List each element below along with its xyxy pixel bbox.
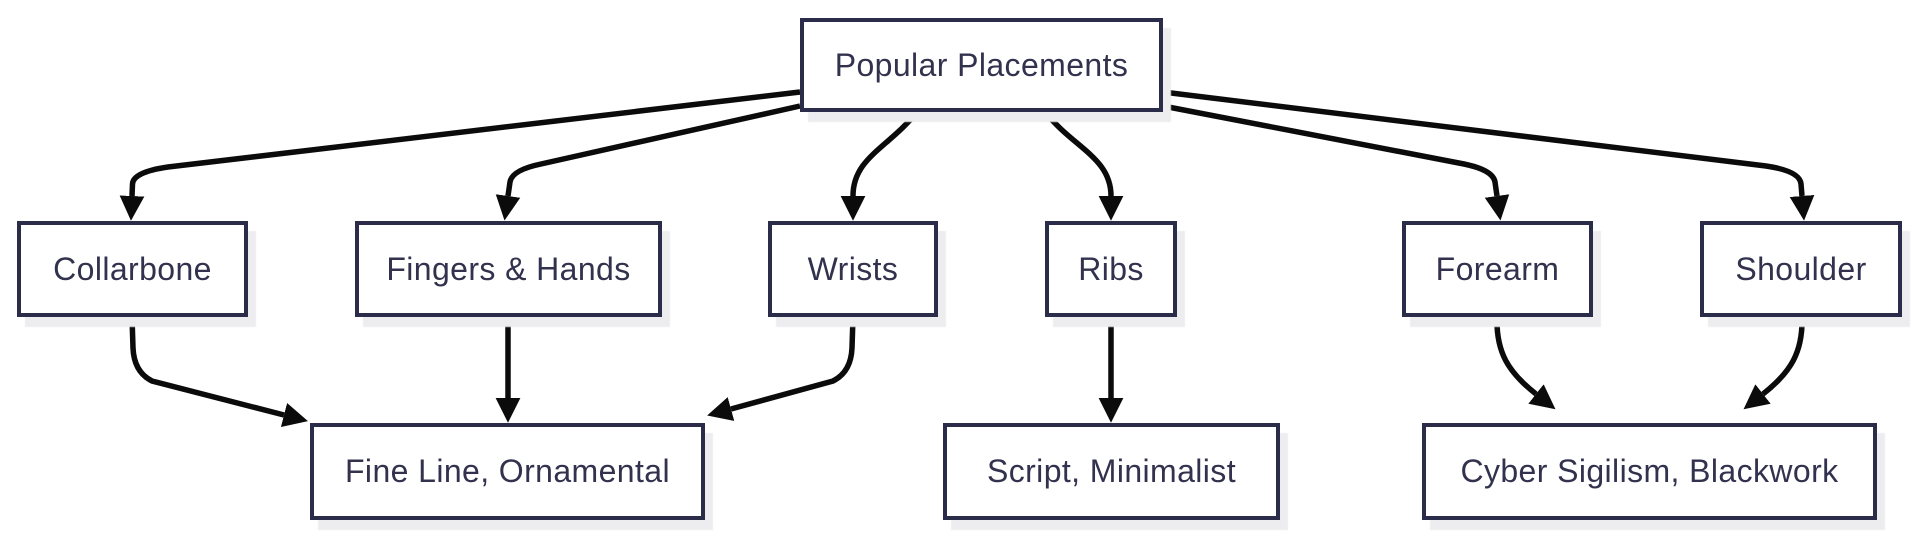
edge-root-ribs xyxy=(1042,110,1124,221)
edge-forearm-cyber xyxy=(1494,316,1556,410)
node-label: Cyber Sigilism, Blackwork xyxy=(1460,453,1839,489)
node-wrists: Wrists xyxy=(768,221,938,317)
node-fingers-hands: Fingers & Hands xyxy=(355,221,662,317)
edge-root-collarbone xyxy=(119,89,801,221)
node-label: Collarbone xyxy=(53,250,212,287)
edge-root-shoulder xyxy=(1162,89,1815,221)
node-label: Script, Minimalist xyxy=(986,453,1236,489)
node-cyber-sigilism-blackwork: Cyber Sigilism, Blackwork xyxy=(1422,423,1877,520)
edge-root-forearm xyxy=(1162,103,1510,221)
node-label: Shoulder xyxy=(1735,250,1867,287)
edge-collarbone-fineline xyxy=(129,316,308,427)
edge-wrists-fineline xyxy=(707,316,856,421)
node-label: Popular Placements xyxy=(834,46,1129,83)
node-label: Fine Line, Ornamental xyxy=(344,453,670,489)
node-label: Ribs xyxy=(1078,250,1144,287)
node-collarbone: Collarbone xyxy=(17,221,248,317)
node-label: Forearm xyxy=(1435,250,1560,287)
node-script-minimalist: Script, Minimalist xyxy=(943,423,1280,520)
node-fine-line-ornamental: Fine Line, Ornamental xyxy=(310,423,705,520)
node-label: Fingers & Hands xyxy=(386,250,631,287)
edge-shoulder-cyber xyxy=(1743,316,1805,410)
node-shoulder: Shoulder xyxy=(1700,221,1902,317)
node-label: Wrists xyxy=(807,250,899,287)
node-popular-placements: Popular Placements xyxy=(800,18,1163,112)
edge-root-fingers xyxy=(495,103,801,221)
node-ribs: Ribs xyxy=(1045,221,1177,317)
node-forearm: Forearm xyxy=(1402,221,1593,317)
edge-root-wrists xyxy=(840,110,920,221)
